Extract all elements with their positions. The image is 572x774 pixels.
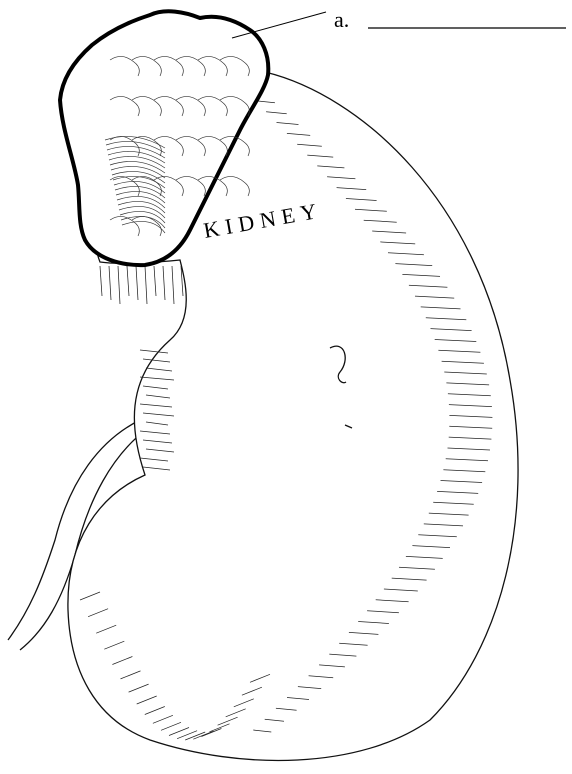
hatch-line bbox=[163, 266, 165, 300]
hatch-line bbox=[154, 266, 156, 296]
hatch-line bbox=[100, 266, 102, 296]
hatch-line bbox=[127, 266, 129, 296]
label-a-leader bbox=[232, 12, 326, 38]
hatch-line bbox=[118, 266, 120, 304]
hatch-line bbox=[145, 266, 147, 304]
hatch-line bbox=[172, 266, 174, 304]
label-a-letter: a. bbox=[334, 7, 349, 32]
hatch-line bbox=[136, 266, 138, 300]
hatch-line bbox=[109, 266, 111, 300]
